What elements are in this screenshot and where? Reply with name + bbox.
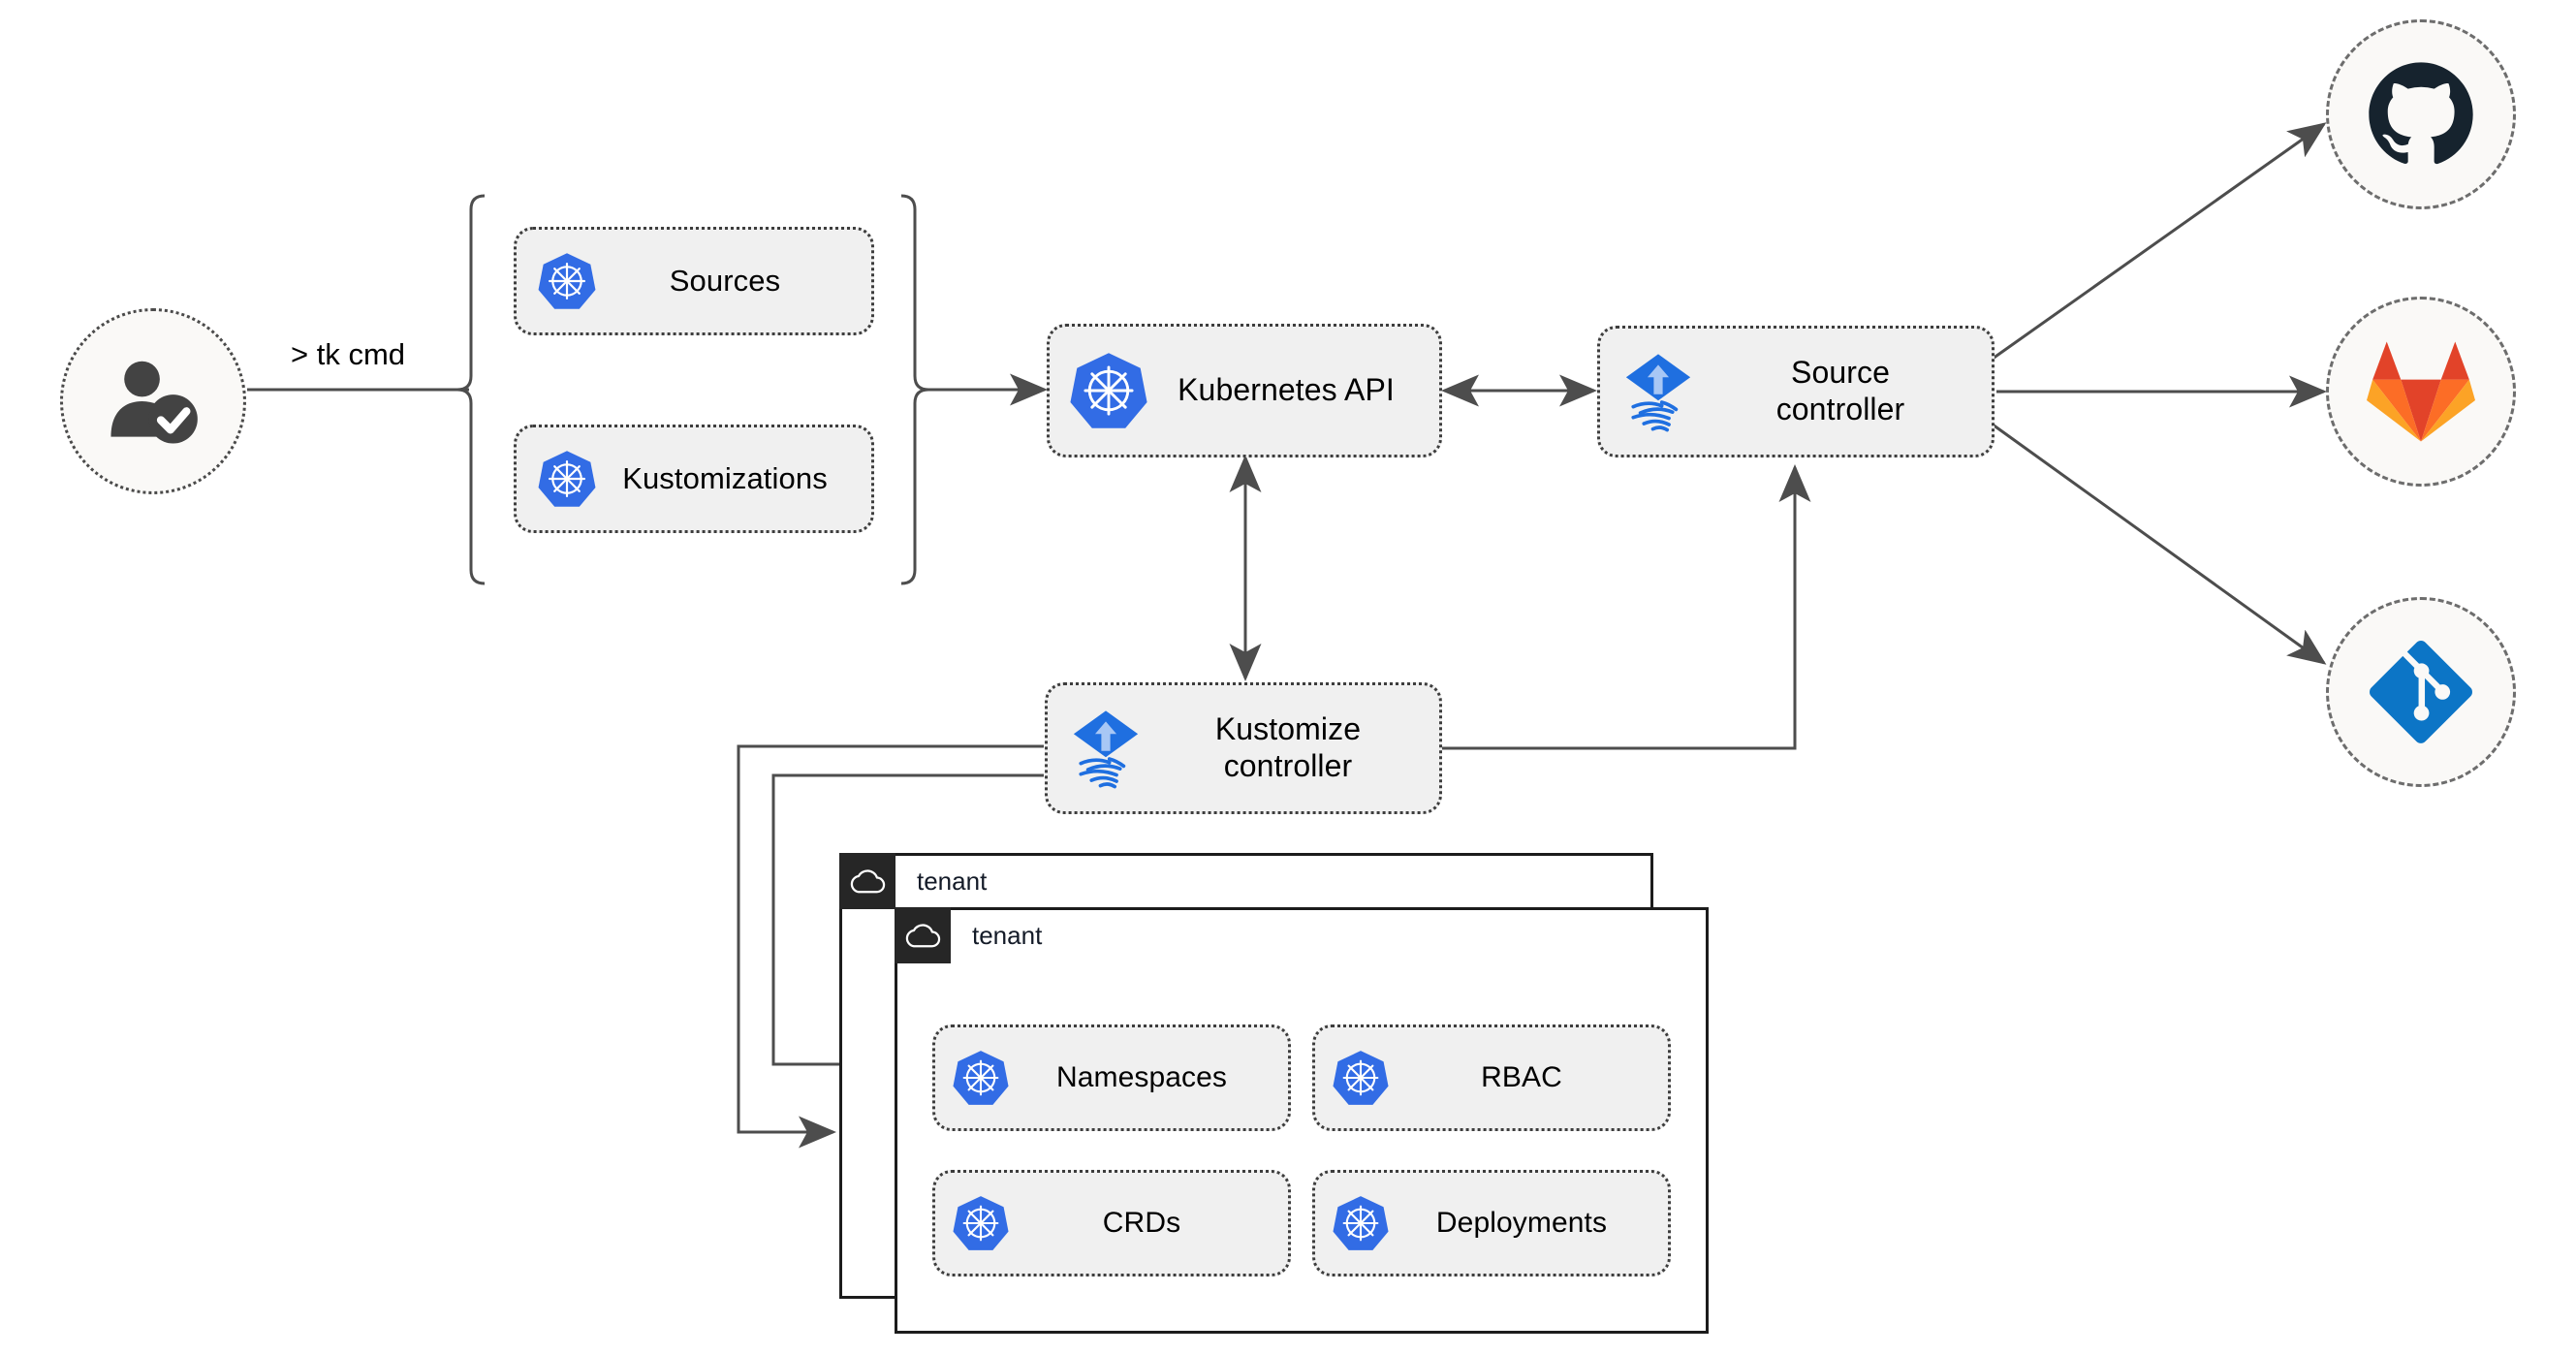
tenant-resource-label: Namespaces — [1055, 1061, 1228, 1094]
kustomize-controller-node[interactable]: Kustomize controller — [1045, 682, 1442, 814]
source-controller-node[interactable]: Source controller — [1597, 326, 1995, 457]
tenant-resource-label: Deployments — [1435, 1207, 1608, 1240]
tenant-header: tenant — [839, 853, 987, 909]
resource-node-sources[interactable]: Sources — [514, 227, 874, 335]
tenant-resource-label: RBAC — [1481, 1061, 1562, 1094]
cloud-icon — [839, 853, 895, 909]
tenant-resource-namespaces[interactable]: Namespaces — [932, 1024, 1291, 1131]
resource-label: Kustomizations — [622, 460, 828, 495]
git-icon — [2370, 641, 2472, 743]
label-line-2: controller — [1775, 392, 1905, 426]
brace-right — [900, 194, 929, 585]
wire-source-controller-to-git — [1992, 423, 2327, 665]
tenant-window-2[interactable]: tenant Namespaces — [895, 907, 1709, 1334]
source-controller-label: Source controller — [1703, 355, 1978, 428]
kubernetes-icon — [1067, 349, 1150, 432]
kubernetes-api-label: Kubernetes API — [1178, 372, 1395, 408]
provider-gitlab[interactable] — [2326, 297, 2516, 487]
label-line-1: Source — [1791, 355, 1890, 391]
kubernetes-icon — [1331, 1048, 1391, 1108]
kubernetes-icon — [951, 1048, 1011, 1108]
tenant-resource-label: CRDs — [1102, 1207, 1181, 1240]
github-icon — [2369, 62, 2473, 165]
label-line-1: Kustomize — [1214, 711, 1362, 747]
tenant-resource-crds[interactable]: CRDs — [932, 1170, 1291, 1276]
kustomize-controller-label: Kustomize controller — [1150, 711, 1426, 785]
resource-node-kustomizations[interactable]: Kustomizations — [514, 425, 874, 533]
command-label: > tk cmd — [291, 337, 406, 371]
tenant-resource-rbac[interactable]: RBAC — [1312, 1024, 1671, 1131]
gitlab-icon — [2367, 341, 2475, 442]
tenant-label: tenant — [917, 866, 988, 896]
flux-icon — [1614, 347, 1703, 436]
provider-git[interactable] — [2326, 597, 2516, 787]
kubernetes-icon — [1331, 1193, 1391, 1253]
label-line-2: controller — [1223, 748, 1353, 783]
brace-left — [456, 194, 486, 585]
cloud-icon — [895, 907, 951, 963]
tenant-header: tenant — [895, 907, 1042, 963]
kubernetes-icon — [536, 448, 598, 510]
wire-kustomize-to-source-controller — [1441, 464, 1811, 750]
tenant-label: tenant — [972, 920, 1043, 950]
provider-github[interactable] — [2326, 19, 2516, 209]
resource-label: Sources — [669, 263, 781, 298]
user-check-icon — [110, 361, 198, 444]
wire-source-controller-to-github — [1992, 122, 2327, 361]
tenant-resource-deployments[interactable]: Deployments — [1312, 1170, 1671, 1276]
kubernetes-api-node[interactable]: Kubernetes API — [1047, 324, 1442, 457]
kubernetes-icon — [951, 1193, 1011, 1253]
kubernetes-icon — [536, 250, 598, 312]
actor-user[interactable] — [60, 308, 246, 494]
flux-icon — [1061, 704, 1150, 793]
